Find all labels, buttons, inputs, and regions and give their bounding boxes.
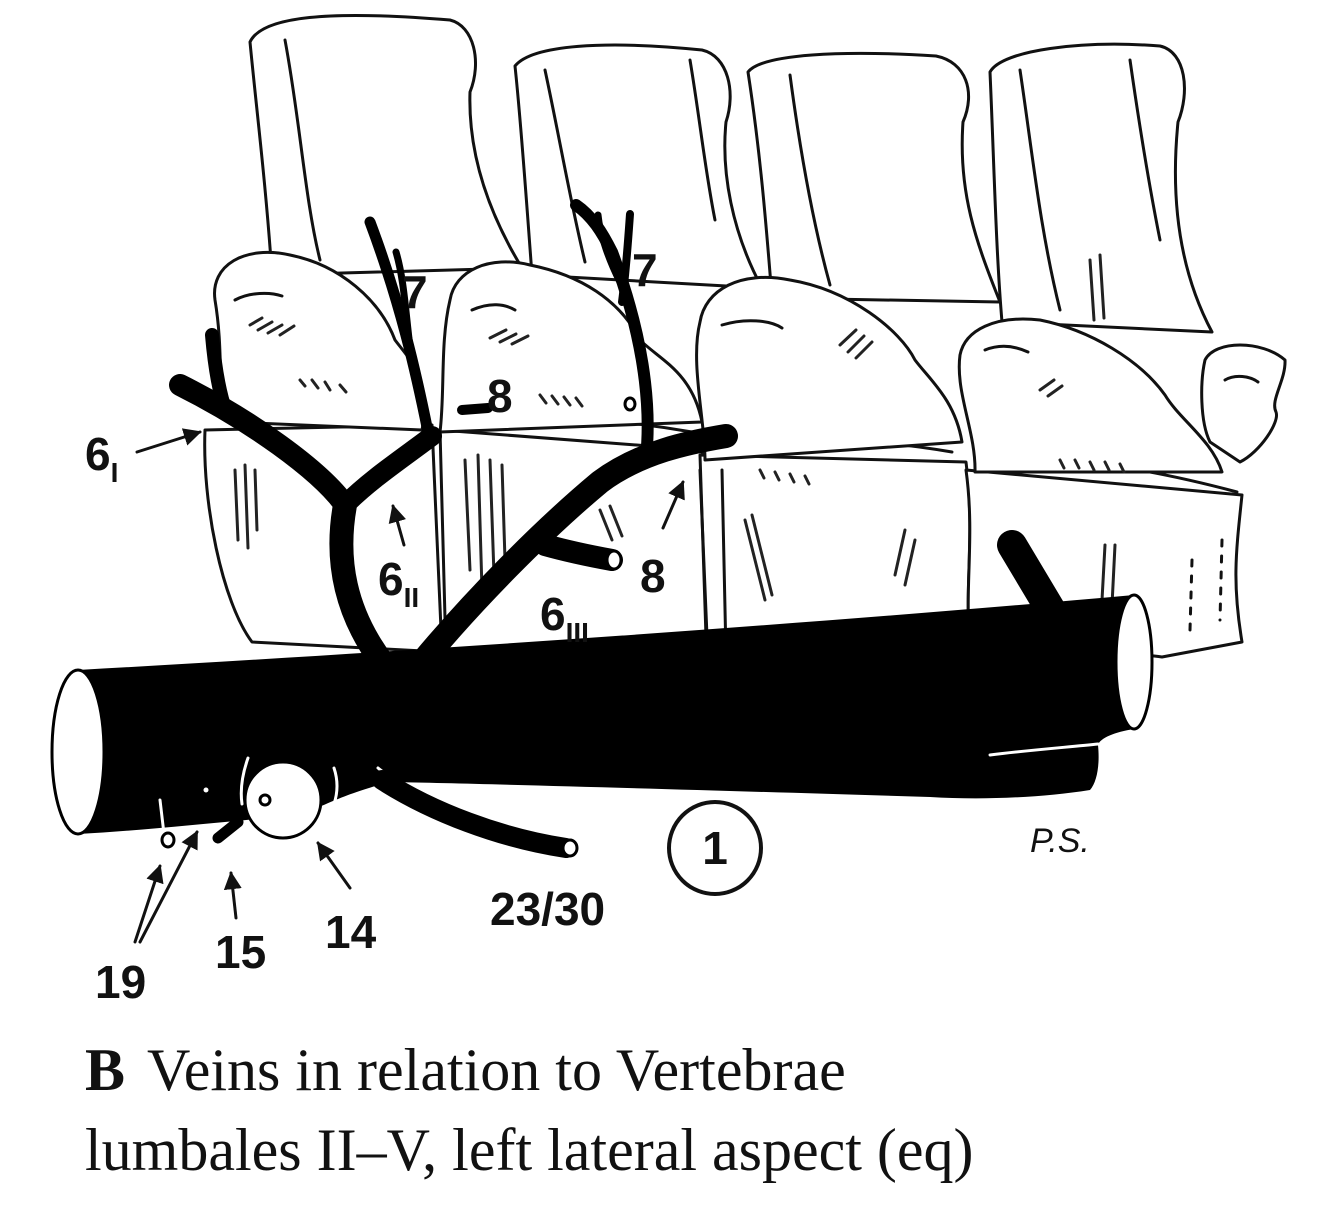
label-7-left: 7 [402, 266, 428, 318]
vessel-14-inner-circle [260, 795, 270, 805]
label-1: 1 [702, 822, 728, 874]
caption-panel-letter: B [85, 1037, 125, 1103]
label-15: 15 [215, 926, 266, 978]
label-6-i-number: 6 [85, 428, 111, 480]
label-14: 14 [325, 906, 377, 958]
label-19: 19 [95, 956, 146, 1008]
label-6-iii-number: 6 [540, 588, 566, 640]
vein-8-top-stub [462, 408, 488, 410]
arrow-6-i [137, 432, 200, 452]
anatomical-illustration: 6I 6II 6III 7 7 8 8 1 23/30 14 15 19 P.S… [0, 0, 1334, 1010]
figure-caption: B Veins in relation to Vertebrae lumbales… [85, 1030, 1285, 1190]
vein-7-right-opening [625, 398, 635, 410]
label-6-i-subscript: I [111, 457, 119, 488]
caption-text-line-1: Veins in relation to Vertebrae [147, 1037, 846, 1103]
label-8-top: 8 [487, 370, 513, 422]
vessel-23-30-opening [563, 840, 577, 856]
label-7-right: 7 [632, 244, 658, 296]
vertebra-3-spinous-process [748, 53, 1000, 302]
arrow-15 [231, 873, 236, 918]
vertebra-1-spinous-process [250, 15, 522, 275]
arrow-14 [318, 843, 350, 888]
articular-process-4 [959, 319, 1222, 472]
artist-signature: P.S. [1030, 822, 1090, 860]
caption-line-1: B Veins in relation to Vertebrae [85, 1030, 1285, 1110]
arrow-19-right [140, 832, 197, 942]
vein-8-mid-branch [545, 545, 612, 560]
vein-8-mid-opening [607, 551, 621, 569]
label-8-mid: 8 [640, 550, 666, 602]
vessel-23-30 [382, 780, 566, 848]
label-6-i: 6I [85, 428, 118, 488]
articular-process-5 [1202, 345, 1285, 462]
vessel-15-stub [218, 822, 238, 838]
label-6-ii-subscript: II [404, 582, 420, 613]
vena-cava-left-opening [52, 670, 104, 834]
vessel-19-opening-right [202, 786, 210, 794]
label-6-ii-number: 6 [378, 553, 404, 605]
label-6-iii-subscript: III [566, 617, 589, 648]
vena-cava-right-opening [1116, 595, 1152, 729]
caption-text-line-2: lumbales II–V, left lateral aspect (eq) [85, 1117, 974, 1183]
caption-line-2: lumbales II–V, left lateral aspect (eq) [85, 1110, 1285, 1190]
vessel-19-opening-left [162, 833, 174, 847]
label-23-30: 23/30 [490, 883, 605, 935]
vessel-14-circle [245, 762, 321, 838]
